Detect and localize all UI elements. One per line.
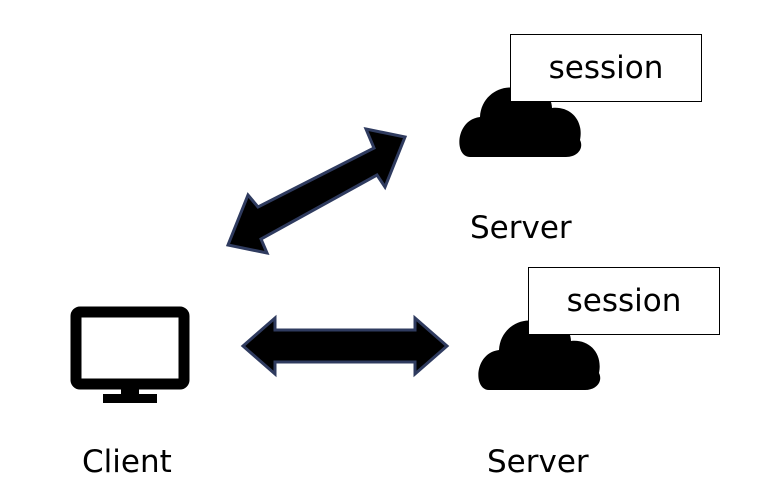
cloud-icon <box>478 318 601 390</box>
client-server1-arrow <box>225 126 408 256</box>
server-label: Server <box>487 444 589 480</box>
session-label: session <box>548 50 664 86</box>
session-box: session <box>528 267 720 335</box>
session-label: session <box>566 283 682 319</box>
cloud-icon <box>459 85 582 157</box>
client-server2-arrow <box>240 314 450 378</box>
client-label: Client <box>82 444 172 480</box>
server-label: Server <box>470 210 572 246</box>
session-box: session <box>510 34 702 102</box>
monitor-icon <box>70 306 190 403</box>
